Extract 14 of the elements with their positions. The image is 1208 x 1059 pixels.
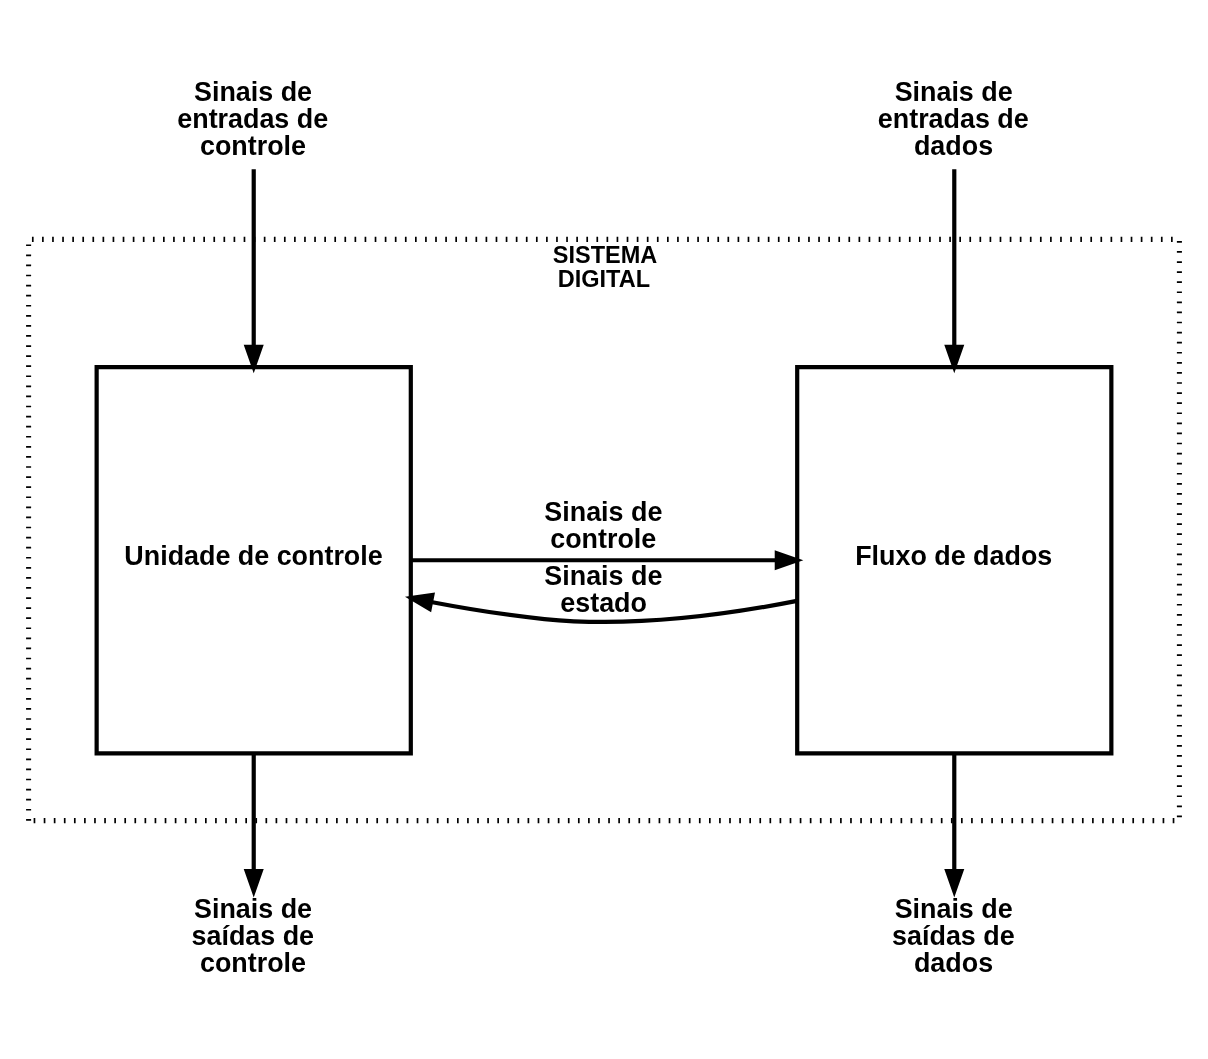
node-box: Fluxo de dados (795, 364, 1114, 756)
node-text: Sinais de entradas de controle (177, 76, 329, 161)
arrow (405, 592, 798, 624)
node-text: Sinais de entradas de dados (877, 76, 1029, 161)
node-text: Sinais de saídas de dados (892, 893, 1015, 977)
node-text: Sinais de saídas de controle (191, 893, 315, 977)
arrow (944, 753, 965, 898)
arrow (243, 168, 264, 373)
arrow (944, 168, 965, 373)
arrow (243, 753, 264, 898)
edge-label: Sinais de estado (544, 560, 663, 618)
edge-label: Sinais de controle (544, 496, 663, 554)
node-box: Unidade de controle (94, 364, 413, 756)
arrow (410, 549, 804, 570)
